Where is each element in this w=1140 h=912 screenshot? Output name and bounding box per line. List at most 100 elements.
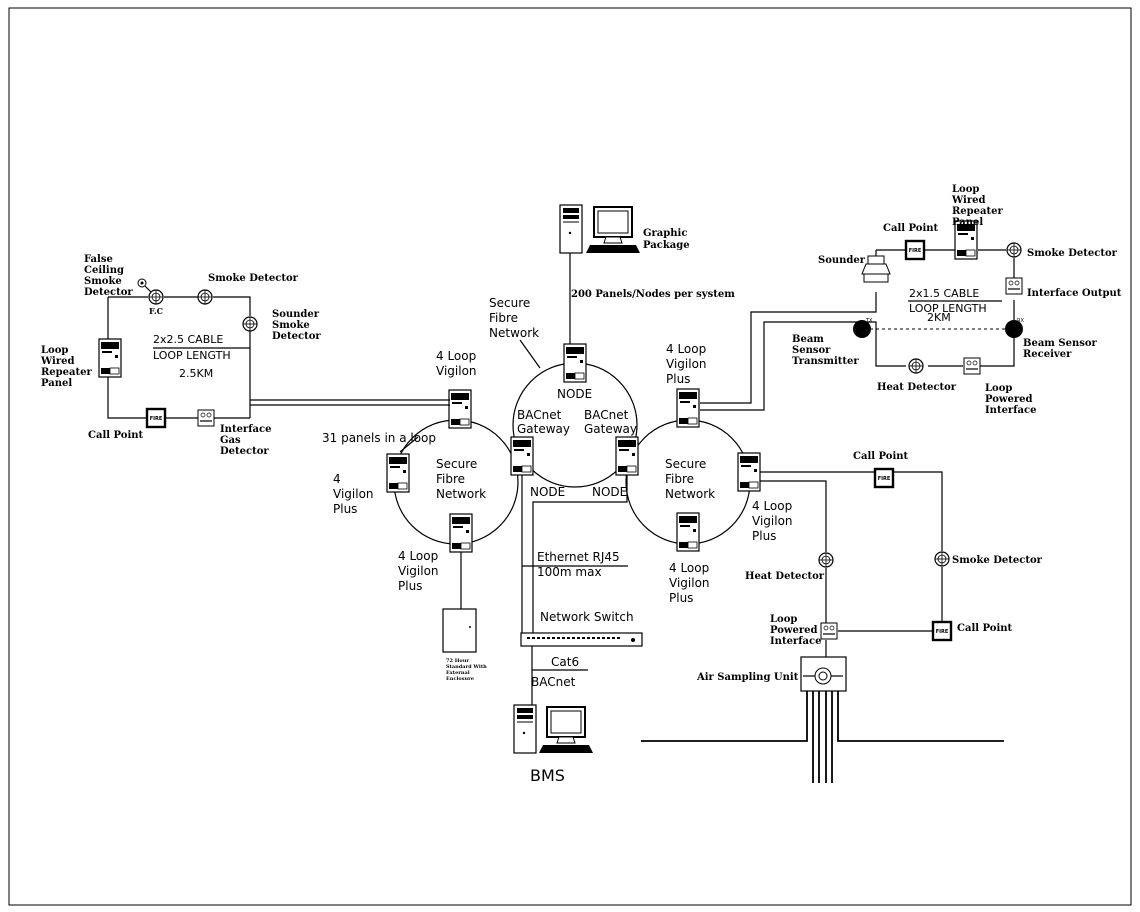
- ethernet-max-label: 100m max: [537, 565, 602, 579]
- call-point-right-top: [904, 239, 926, 261]
- node-top-label: NODE: [557, 387, 592, 401]
- sounder-smoke-label-2: Smoke: [272, 320, 310, 331]
- repeater-left-label-2: Wired: [40, 356, 74, 367]
- secure-fibre-left-3: Network: [436, 487, 486, 501]
- repeater-right-label-3: Repeater: [952, 206, 1003, 217]
- graphic-package-label-1: Graphic: [643, 228, 687, 239]
- secure-fibre-label-top-1: Secure: [489, 296, 530, 310]
- beam-transmitter-label-2: Sensor: [792, 345, 831, 356]
- sounder-device: [861, 255, 891, 283]
- ethernet-label: Ethernet RJ45: [537, 550, 620, 564]
- vigilon-plus-panel-right-bottom: [676, 512, 700, 552]
- interface-gas-detector: [197, 409, 215, 427]
- fc-label: F.C: [149, 306, 163, 316]
- left-cable-label: 2x2.5 CABLE: [153, 333, 223, 346]
- lpi-bottom-label-2: Powered: [770, 625, 818, 636]
- bacnet-gateway-right-1: BACnet: [584, 408, 629, 422]
- secure-fibre-right-3: Network: [665, 487, 715, 501]
- smoke-detector-left: [197, 289, 213, 305]
- enclosure-knob: [469, 626, 471, 628]
- vigilon-plus-panel-left: [386, 453, 410, 493]
- repeater-left-label-3: Repeater: [41, 367, 92, 378]
- right-length-value: 2KM: [927, 311, 951, 324]
- interface-output: [1005, 277, 1023, 295]
- enclosure-label-3: External: [446, 670, 470, 676]
- interface-gas-label-1: Interface: [220, 424, 271, 435]
- vigilon-plus-c-2: Vigilon: [666, 357, 707, 371]
- vigilon-plus-e-1: 4 Loop: [669, 561, 709, 575]
- repeater-right-label-1: Loop: [952, 184, 979, 195]
- vigilon-plus-b-1: 4 Loop: [398, 549, 438, 563]
- lpi-bottom-label-1: Loop: [770, 614, 797, 625]
- interface-output-label: Interface Output: [1027, 288, 1122, 299]
- sounder-smoke-label-3: Detector: [272, 331, 321, 342]
- repeater-panel-left: [98, 338, 122, 378]
- bms-label: BMS: [530, 766, 565, 785]
- false-ceiling-label-2: Ceiling: [84, 265, 124, 276]
- graphic-package-computer: [559, 204, 641, 345]
- vigilon-plus-c-3: Plus: [666, 372, 690, 386]
- beam-receiver-label-1: Beam Sensor: [1023, 338, 1098, 349]
- cat6-label: Cat6: [551, 655, 579, 669]
- repeater-left-label-1: Loop: [41, 345, 68, 356]
- heat-detector-right-top: [908, 358, 924, 374]
- page-border: [8, 7, 1132, 906]
- thirty-one-panels-label: 31 panels in a loop: [322, 431, 436, 445]
- bacnet-gateway-left-2: Gateway: [517, 422, 570, 436]
- node-panel-top: [563, 343, 587, 383]
- bms-computer: [513, 704, 594, 754]
- node-left-label: NODE: [530, 485, 565, 499]
- thirty-one-panels-leader: [399, 436, 419, 453]
- secure-fibre-left-1: Secure: [436, 457, 477, 471]
- call-point-rb-top-label: Call Point: [853, 451, 909, 462]
- smoke-detector-right-bottom: [934, 551, 950, 567]
- vigilon-plus-b-3: Plus: [398, 579, 422, 593]
- secure-fibre-right-2: Fibre: [665, 472, 694, 486]
- panels-per-system-label: 200 Panels/Nodes per system: [571, 289, 735, 300]
- false-ceiling-label-3: Smoke: [84, 276, 122, 287]
- heat-detector-right-top-label: Heat Detector: [877, 382, 957, 393]
- vigilon-plus-d-2: Vigilon: [752, 514, 793, 528]
- ethernet-links: [521, 475, 628, 705]
- beam-sensor-receiver: RX: [1005, 318, 1024, 338]
- repeater-right-label-4: Panel: [952, 217, 983, 228]
- interface-gas-label-2: Gas: [220, 435, 241, 446]
- smoke-detector-right-top: [1006, 242, 1022, 258]
- bacnet-gateway-right-panel: [615, 436, 639, 476]
- vigilon-plus-a-2: Vigilon: [333, 487, 374, 501]
- smoke-detector-rb-label: Smoke Detector: [952, 555, 1043, 566]
- vigilon-plus-e-2: Vigilon: [669, 576, 710, 590]
- svg-text:TX: TX: [865, 318, 873, 324]
- four-loop-vigilon-1: 4 Loop: [436, 349, 476, 363]
- vigilon-plus-a-1: 4: [333, 472, 341, 486]
- call-point-left: [145, 407, 167, 429]
- smoke-detector-left-label: Smoke Detector: [208, 273, 299, 284]
- bacnet-gateway-right-2: Gateway: [584, 422, 637, 436]
- right-top-loop-wiring: [700, 249, 1015, 411]
- false-ceiling-label-4: Detector: [84, 287, 133, 298]
- false-ceiling-smoke-detector: [137, 278, 164, 305]
- graphic-package-label-2: Package: [643, 240, 690, 251]
- call-point-right-bottom: [931, 620, 953, 642]
- node-right-label: NODE: [592, 485, 627, 499]
- lpi-bottom-label-3: Interface: [770, 636, 821, 647]
- svg-text:RX: RX: [1017, 318, 1024, 324]
- right-bottom-loop-wiring: [760, 471, 943, 657]
- lpi-top-label-2: Powered: [985, 394, 1033, 405]
- left-loop-wiring: [107, 296, 450, 419]
- lpi-top-label-1: Loop: [985, 383, 1012, 394]
- loop-powered-interface-bottom: [820, 622, 838, 640]
- call-point-right-bottom-top: [873, 467, 895, 489]
- lpi-top-label-3: Interface: [985, 405, 1036, 416]
- vigilon-plus-a-3: Plus: [333, 502, 357, 516]
- beam-sensor-transmitter: TX: [853, 318, 873, 338]
- bacnet-label: BACnet: [531, 675, 576, 689]
- beam-transmitter-label-1: Beam: [792, 334, 824, 345]
- right-cable-label: 2x1.5 CABLE: [909, 287, 979, 300]
- vigilon-plus-d-3: Plus: [752, 529, 776, 543]
- call-point-rb-bottom-label: Call Point: [957, 623, 1013, 634]
- sounder-smoke-label-1: Sounder: [272, 309, 320, 320]
- vigilon-plus-b-2: Vigilon: [398, 564, 439, 578]
- air-sampling-unit: [641, 656, 1004, 783]
